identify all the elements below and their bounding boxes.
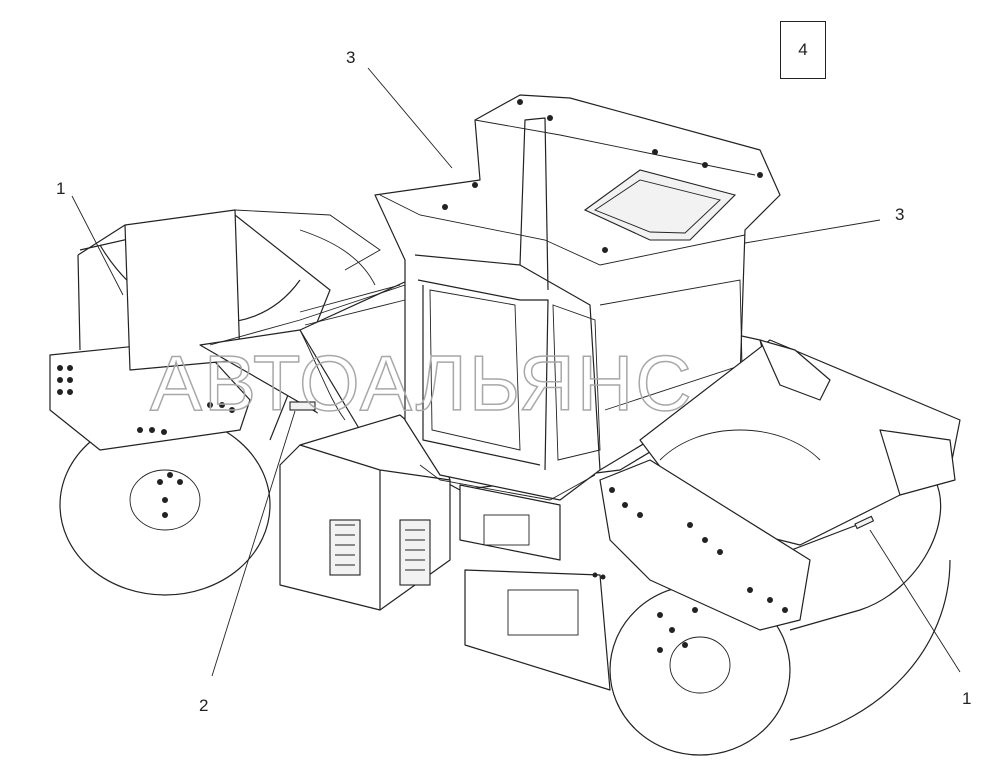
page-number-box: 4 <box>780 21 826 79</box>
front-panels <box>459 484 611 691</box>
right-drum <box>609 339 961 756</box>
leader-lines <box>71 67 961 677</box>
engine-box <box>279 414 451 611</box>
callout-1-left: 1 <box>56 179 66 198</box>
callout-3-right: 3 <box>895 205 905 224</box>
right-drum-frame <box>599 339 956 653</box>
left-drum-frame <box>49 209 381 518</box>
callout-1-right: 1 <box>962 689 972 708</box>
callout-2: 2 <box>199 696 209 715</box>
cabin <box>374 94 781 501</box>
callout-3-top: 3 <box>346 48 356 67</box>
watermark: АВТОАЛЬЯНС <box>150 339 694 427</box>
